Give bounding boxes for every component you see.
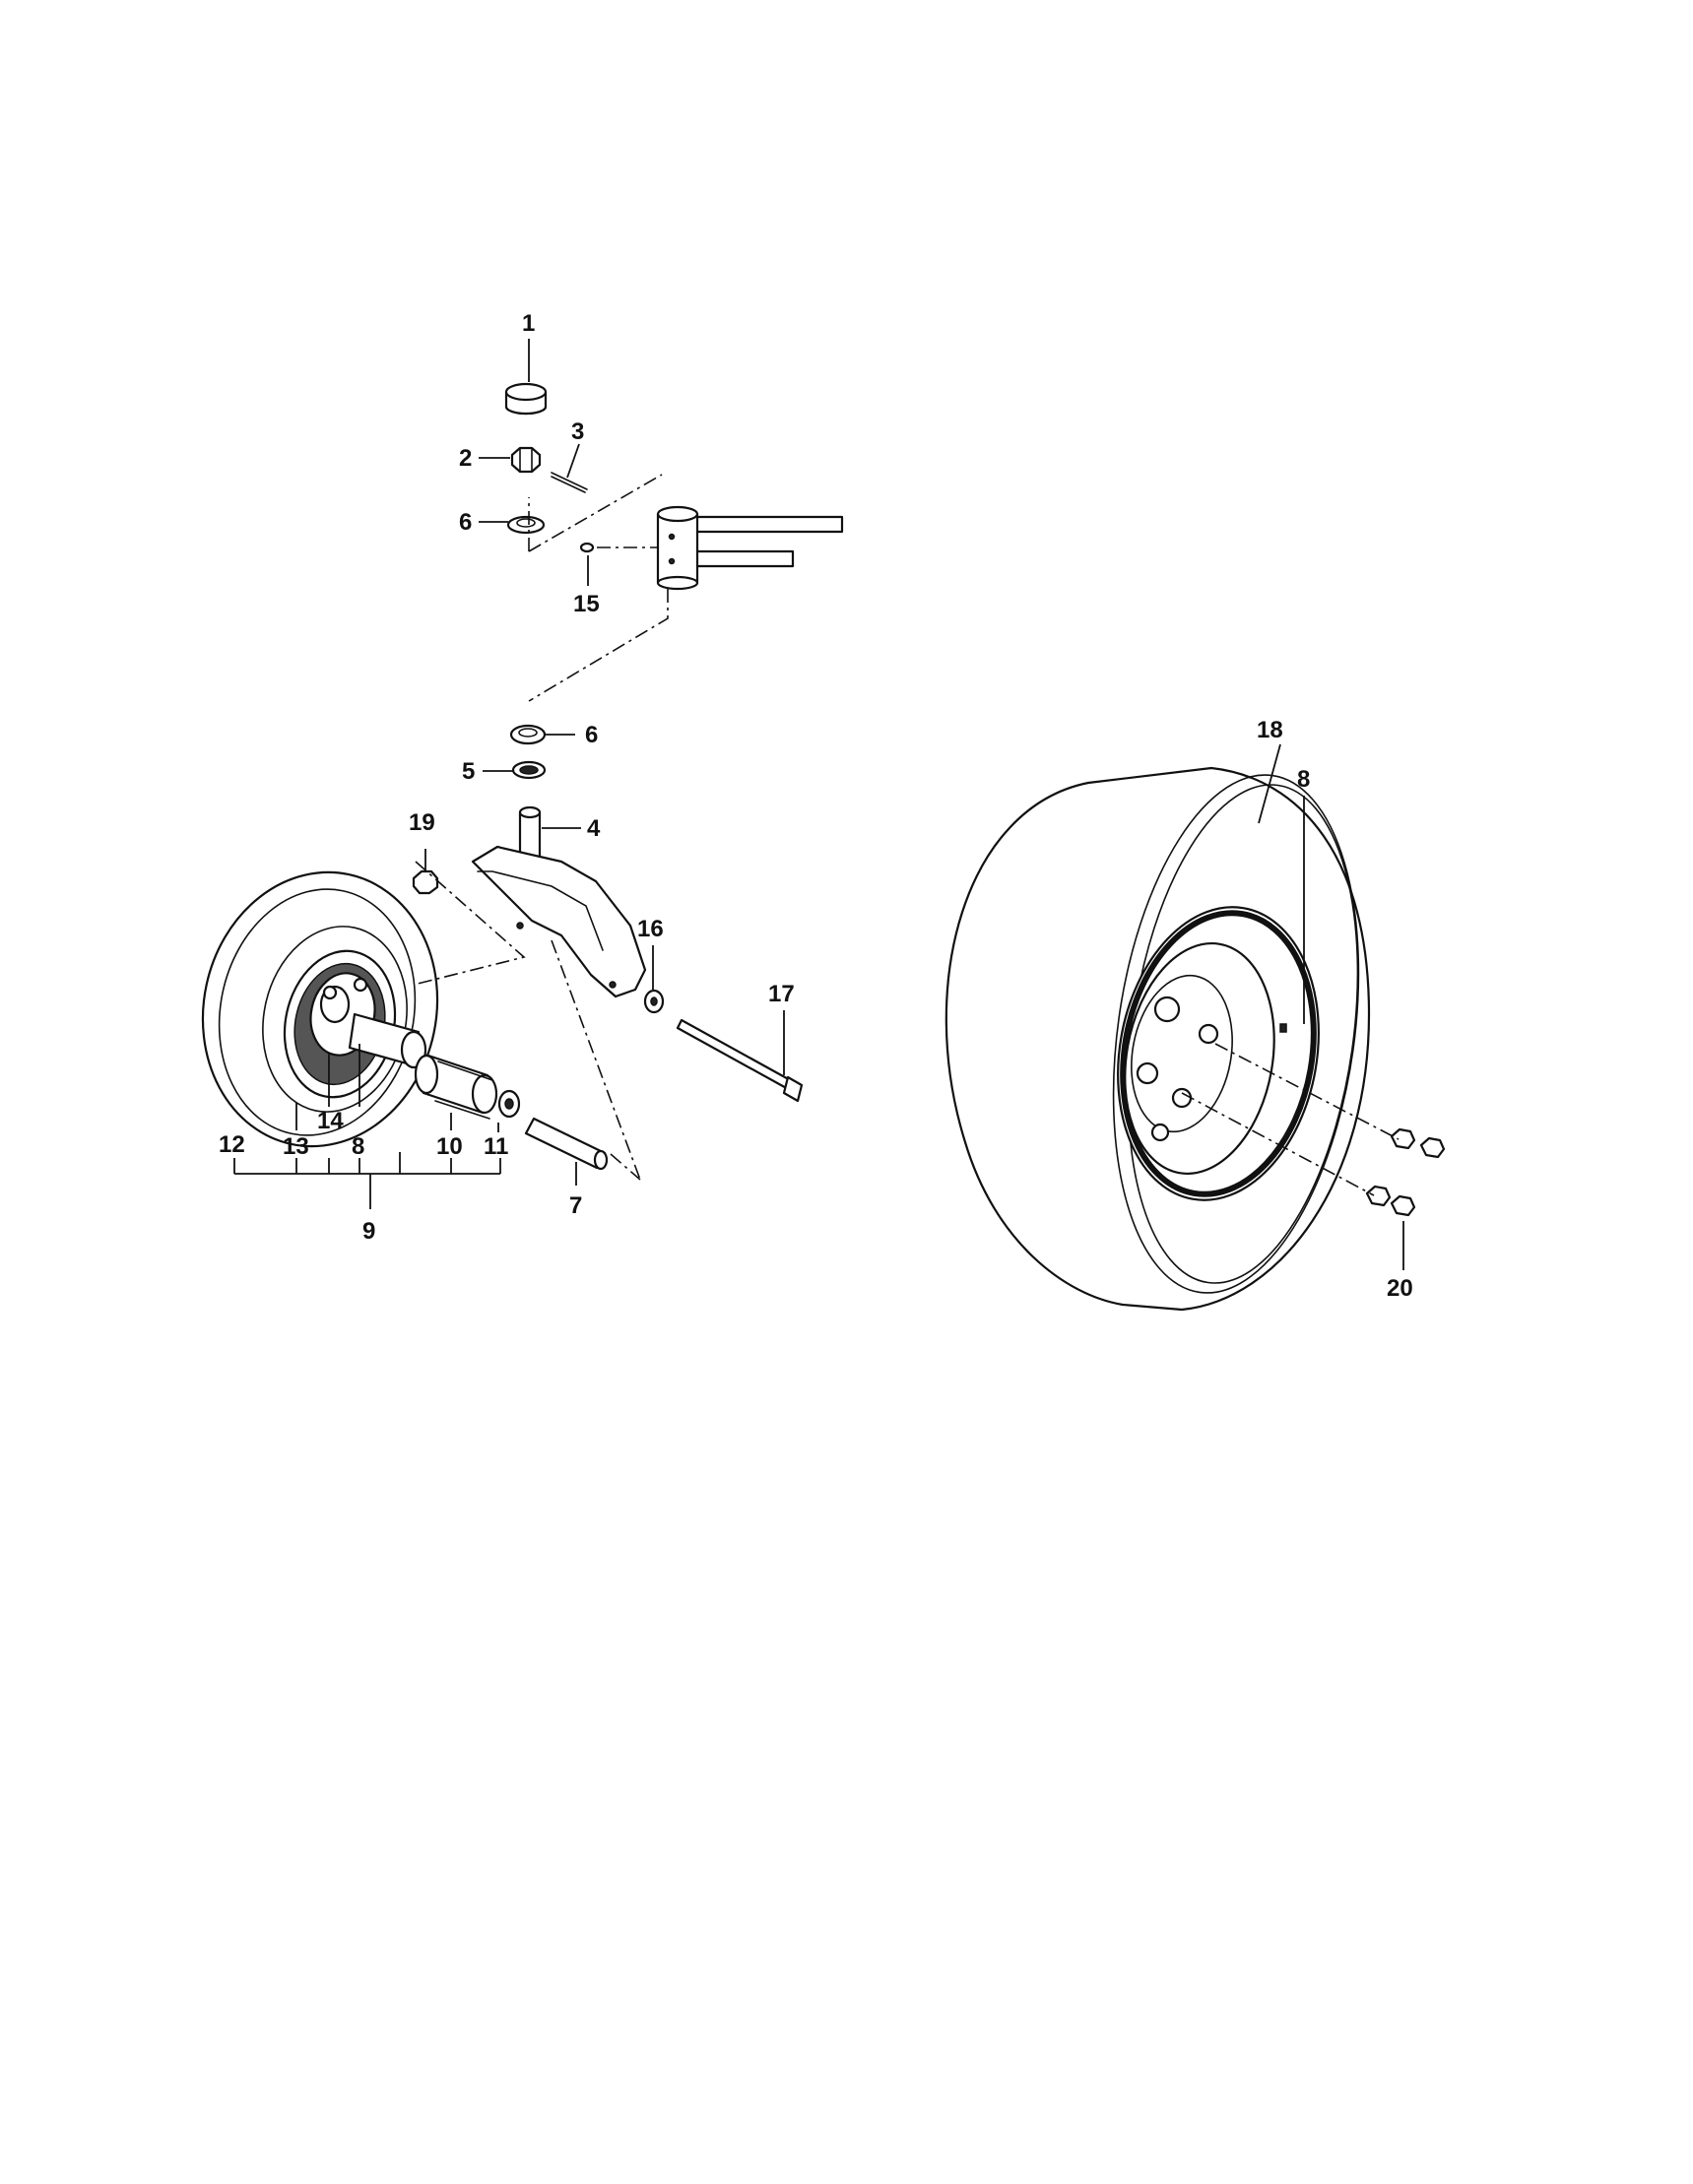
callout-11: 11 (484, 1133, 508, 1160)
callout-14: 14 (317, 1108, 344, 1134)
part-1-dust-cap (504, 382, 548, 416)
part-18-rear-wheel (944, 766, 1371, 1312)
callout-2: 2 (459, 445, 472, 472)
callout-18: 18 (1257, 717, 1283, 743)
callout-6-upper: 6 (459, 509, 472, 536)
callout-6-lower: 6 (585, 722, 598, 748)
callout-8-hub: 8 (352, 1133, 364, 1160)
caster-wheel (201, 870, 439, 1148)
part-7-spacer-tube (524, 1117, 609, 1171)
part-16-washer (643, 989, 665, 1014)
callout-13: 13 (283, 1133, 309, 1160)
callout-19: 19 (409, 809, 435, 836)
callout-7: 7 (569, 1192, 582, 1219)
callout-3: 3 (571, 418, 584, 445)
callout-8-wheel: 8 (1297, 766, 1310, 793)
part-20-lug-nuts (1365, 1127, 1446, 1217)
part-11-washer (497, 1089, 521, 1119)
leader-lines (233, 339, 1404, 1270)
callout-12: 12 (219, 1131, 245, 1158)
part-5-seal (511, 760, 547, 780)
callout-9: 9 (362, 1218, 375, 1245)
part-6-bearing-lower (509, 724, 547, 745)
part-15-grease-fitting (579, 542, 595, 553)
part-6-bearing-upper (506, 515, 546, 535)
axle-frame-tube (656, 505, 844, 591)
callout-10: 10 (436, 1133, 463, 1160)
part-19-nut (412, 869, 439, 895)
callout-labels: 1 2 3 6 15 6 5 4 19 16 17 12 13 14 8 10 … (219, 310, 1413, 1302)
callout-1: 1 (522, 310, 535, 337)
callout-17: 17 (768, 981, 795, 1007)
part-4-caster-yoke (471, 805, 647, 998)
assembly-centerlines (413, 474, 1400, 1196)
part-2-castle-nut (510, 446, 542, 474)
callout-4: 4 (587, 815, 601, 842)
callout-5: 5 (462, 758, 475, 785)
part-10-roller-bearing (414, 1054, 498, 1120)
callout-16: 16 (637, 916, 664, 942)
callout-15: 15 (573, 591, 600, 617)
part-3-cotter-pin (551, 472, 588, 493)
part-17-bolt (676, 1018, 804, 1103)
callout-20: 20 (1387, 1275, 1413, 1302)
